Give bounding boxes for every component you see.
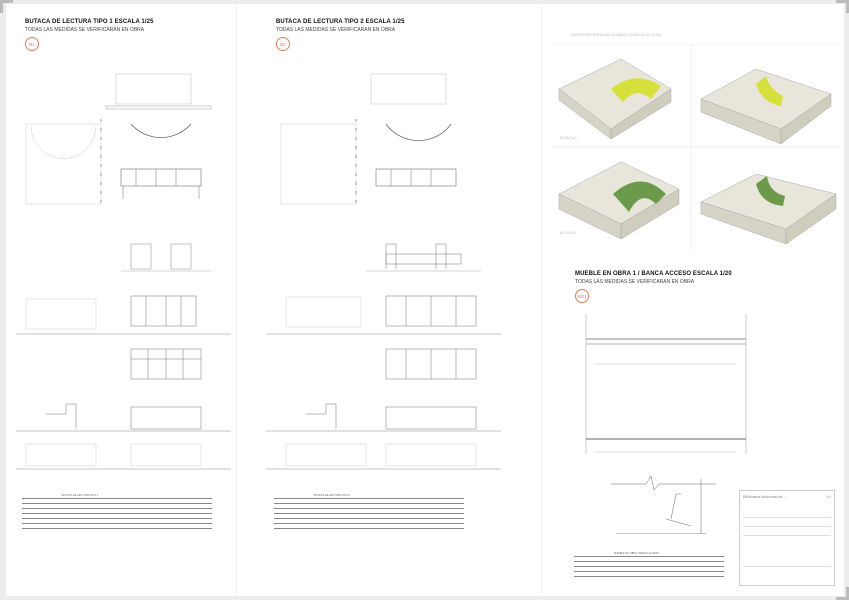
reference-label: BUTACA 2 <box>560 136 577 140</box>
reference-label: BUTACA 1 <box>560 231 577 235</box>
panel-title: BUTACA DE LECTURA TIPO 2 ESCALA 1/25 <box>276 19 405 25</box>
institution-name: Biblioteca Nacional de ... <box>743 494 788 499</box>
reference-header: IMAGEN REFERENCIAL MUEBLES ZONA DE LECTU… <box>571 33 662 37</box>
crop-mark <box>836 587 849 600</box>
panel-divider <box>541 4 542 596</box>
panel-subtitle: TODAS LAS MEDIDAS SE VERIFICARAN EN OBRA <box>575 279 695 285</box>
spec-row: BUTACA DE LECTURA TIPO 1 <box>62 494 99 497</box>
panel-title: MUEBLE EN OBRA 1 / BANCA ACCESO ESCALA 1… <box>575 271 732 277</box>
crop-mark <box>0 0 13 13</box>
crop-mark <box>836 0 849 13</box>
panel-b1-header: BUTACA DE LECTURA TIPO 1 ESCALA 1/25 TOD… <box>25 19 154 51</box>
reference-axonometrics <box>551 44 841 249</box>
spec-row: BUTACA DE LECTURA TIPO 2 <box>314 494 351 497</box>
b1-spec-table: BUTACA DE LECTURA TIPO 1 <box>22 494 212 529</box>
panel-subtitle: TODAS LAS MEDIDAS SE VERIFICARAN EN OBRA <box>276 27 396 33</box>
panel-divider <box>236 4 237 596</box>
mo1-drawings <box>585 314 747 534</box>
panel-subtitle: TODAS LAS MEDIDAS SE VERIFICARAN EN OBRA <box>25 27 145 33</box>
title-block: Biblioteca Nacional de ... L1 <box>739 490 835 586</box>
panel-title: BUTACA DE LECTURA TIPO 1 ESCALA 1/25 <box>25 19 154 25</box>
b2-spec-table: BUTACA DE LECTURA TIPO 2 <box>274 494 464 529</box>
drawing-sheet: BUTACA DE LECTURA TIPO 1 ESCALA 1/25 TOD… <box>6 4 844 596</box>
panel-mo1-header: MUEBLE EN OBRA 1 / BANCA ACCESO ESCALA 1… <box>575 271 732 303</box>
b2-drawings <box>266 73 501 470</box>
panel-badge: B2 <box>276 37 290 51</box>
panel-badge: MO1 <box>575 289 589 303</box>
panel-b2-header: BUTACA DE LECTURA TIPO 2 ESCALA 1/25 TOD… <box>276 19 405 51</box>
mo1-spec-table: MUEBLE EN OBRA / BANCA ACCESO <box>574 552 724 577</box>
b1-drawings <box>16 73 231 470</box>
sheet-number: L1 <box>826 494 831 499</box>
panel-badge: B1 <box>25 37 39 51</box>
spec-row: MUEBLE EN OBRA / BANCA ACCESO <box>614 552 660 555</box>
